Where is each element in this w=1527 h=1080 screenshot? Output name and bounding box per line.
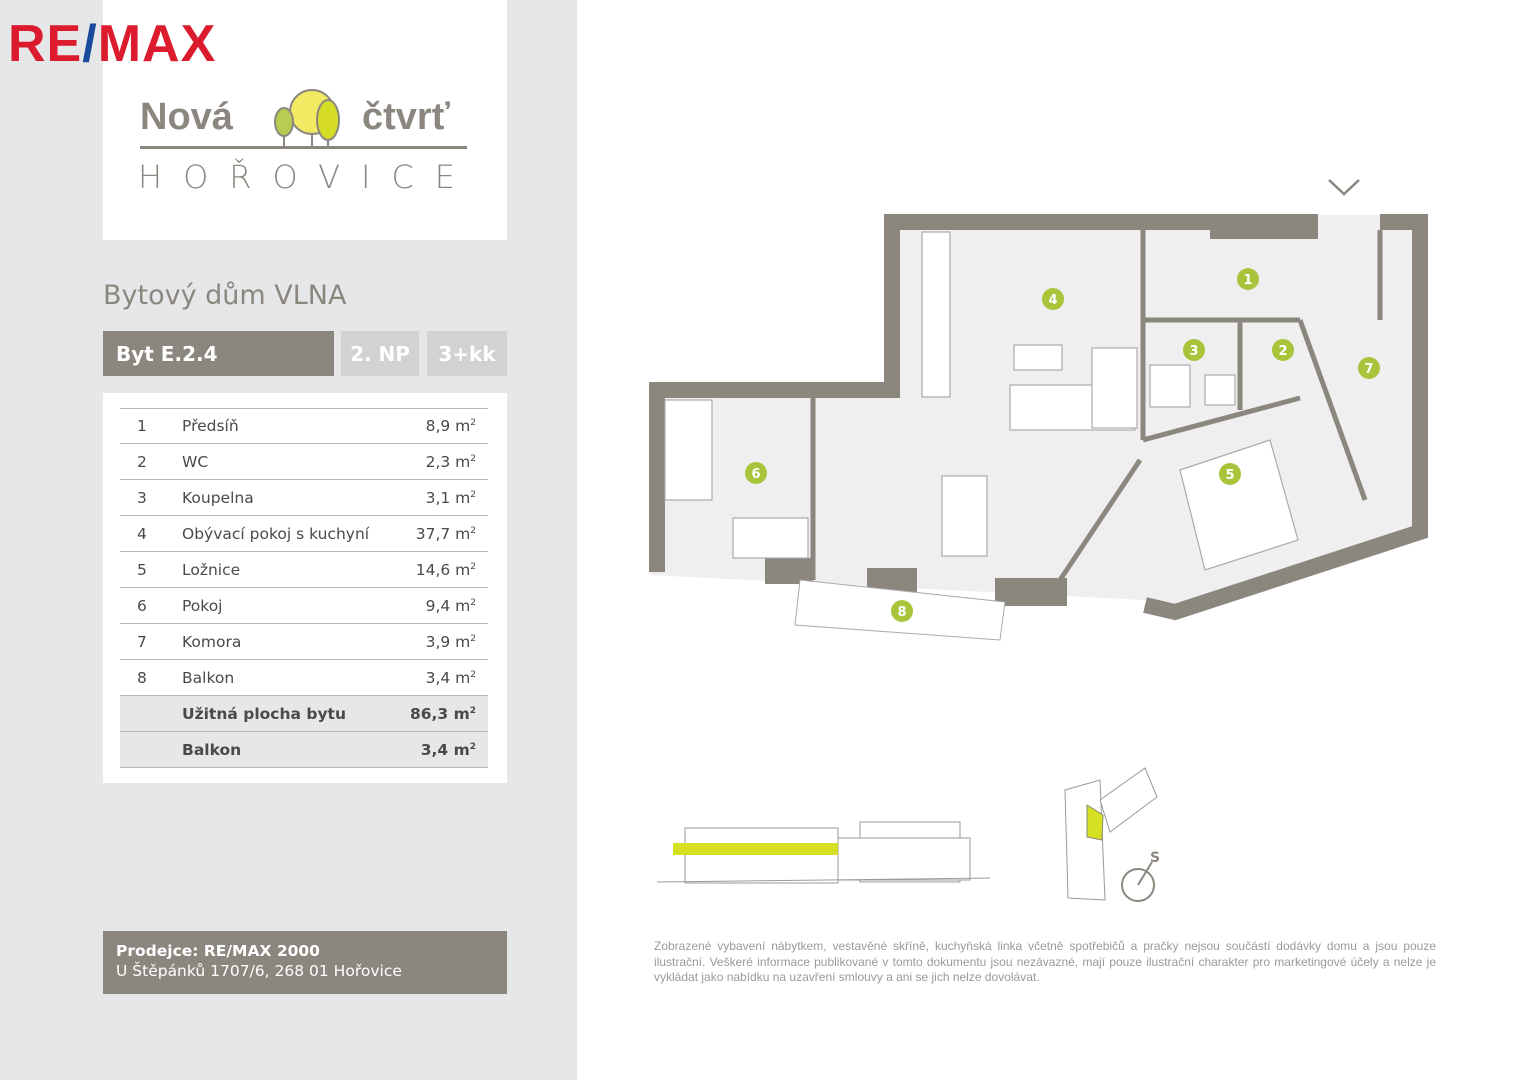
project-logo-town: HOŘOVICE xyxy=(138,158,476,196)
compass-label: S xyxy=(1150,850,1160,866)
table-row: 7 Komora 3,9 m2 xyxy=(120,624,488,660)
room-area: 3,1 m2 xyxy=(425,488,476,507)
total-area: 86,3 m2 xyxy=(409,704,476,723)
inner-walls xyxy=(810,230,1383,582)
table-row: 2 WC 2,3 m2 xyxy=(120,444,488,480)
room-number: 5 xyxy=(137,560,147,579)
layout-tag: 3+kk xyxy=(427,331,507,376)
table-row: 4 Obývací pokoj s kuchyní 37,7 m2 xyxy=(120,516,488,552)
compass-icon xyxy=(1121,868,1155,902)
disclaimer: Zobrazené vybavení nábytkem, vestavěné s… xyxy=(654,939,1436,984)
room-name: Předsíň xyxy=(182,417,239,435)
room-area: 8,9 m2 xyxy=(425,417,476,435)
room-number: 3 xyxy=(137,488,147,507)
total-label: Užitná plocha bytu xyxy=(182,704,346,723)
room-badge xyxy=(891,600,913,622)
room-name: WC xyxy=(182,452,209,471)
room-badge-number: 1 xyxy=(1243,273,1252,288)
room-number: 7 xyxy=(137,632,147,651)
room-badge-number: 8 xyxy=(897,605,906,620)
room-name: Ložnice xyxy=(182,560,241,579)
wall-pillars xyxy=(765,215,1318,606)
unit-tag: Byt E.2.4 xyxy=(103,331,334,376)
room-name: Komora xyxy=(182,632,242,651)
table-row: 6 Pokoj 9,4 m2 xyxy=(120,588,488,624)
table-row: 8 Balkon 3,4 m2 xyxy=(120,660,488,696)
room-badge-number: 3 xyxy=(1189,344,1198,359)
room-area: 3,4 m2 xyxy=(425,668,476,687)
room-area: 3,9 m2 xyxy=(425,632,476,651)
room-badge-number: 4 xyxy=(1048,293,1057,308)
room-badge-number: 5 xyxy=(1225,468,1234,483)
room-number: 1 xyxy=(137,417,147,435)
site-plan xyxy=(1064,767,1158,902)
floor-tag: 2. NP xyxy=(341,331,419,376)
total-area: 3,4 m2 xyxy=(420,740,476,759)
room-area: 37,7 m2 xyxy=(415,524,476,543)
room-number: 6 xyxy=(137,596,147,615)
outer-wall-right xyxy=(1143,214,1428,621)
seller-address: U Štěpánků 1707/6, 268 01 Hořovice xyxy=(116,962,402,980)
seller-label: Prodejce: RE/MAX 2000 xyxy=(116,942,320,960)
room-badge-number: 6 xyxy=(751,467,760,482)
room-badge xyxy=(1358,357,1380,379)
room-badge xyxy=(1219,463,1241,485)
project-logo-ctvrt: čtvrť xyxy=(362,96,450,138)
room-area: 14,6 m2 xyxy=(415,560,476,579)
building-elevation xyxy=(656,821,991,884)
entrance-arrow-icon xyxy=(1328,179,1360,196)
room-area: 9,4 m2 xyxy=(425,596,476,615)
trees-logo-icon xyxy=(274,89,340,146)
total-row: Balkon 3,4 m2 xyxy=(120,732,488,768)
table-row: 3 Koupelna 3,1 m2 xyxy=(120,480,488,516)
total-row: Užitná plocha bytu 86,3 m2 xyxy=(120,696,488,732)
table-row: 1 Předsíň 8,9 m2 xyxy=(120,408,488,444)
logo-divider xyxy=(140,146,467,149)
room-badge xyxy=(1042,288,1064,310)
room-name: Balkon xyxy=(182,668,235,687)
room-badge xyxy=(1272,339,1294,361)
outer-wall xyxy=(649,214,1318,572)
room-badge xyxy=(1237,268,1259,290)
room-number: 2 xyxy=(137,452,147,471)
room-number: 8 xyxy=(137,668,147,687)
remax-logo: RE/MAX xyxy=(8,15,217,73)
room-badge xyxy=(745,462,767,484)
total-label: Balkon xyxy=(182,740,242,759)
furniture xyxy=(664,231,1299,571)
room-name: Koupelna xyxy=(182,488,254,507)
room-number: 4 xyxy=(137,524,147,543)
building-title: Bytový dům VLNA xyxy=(103,280,347,311)
seller-info: Prodejce: RE/MAX 2000 U Štěpánků 1707/6,… xyxy=(103,931,507,994)
table-row: 5 Ložnice 14,6 m2 xyxy=(120,552,488,588)
room-area: 2,3 m2 xyxy=(425,452,476,471)
room-badge-number: 7 xyxy=(1364,362,1373,377)
highlighted-floor xyxy=(673,843,838,855)
room-badge-number: 2 xyxy=(1278,344,1287,359)
project-logo-nova: Nová xyxy=(140,96,233,138)
room-area-table: 1 Předsíň 8,9 m2 2 WC 2,3 m2 3 Koupelna 3,1 m2 4 O… xyxy=(103,393,507,783)
room-name: Pokoj xyxy=(182,596,223,615)
room-badge xyxy=(1183,339,1205,361)
room-name: Obývací pokoj s kuchyní xyxy=(182,524,370,543)
